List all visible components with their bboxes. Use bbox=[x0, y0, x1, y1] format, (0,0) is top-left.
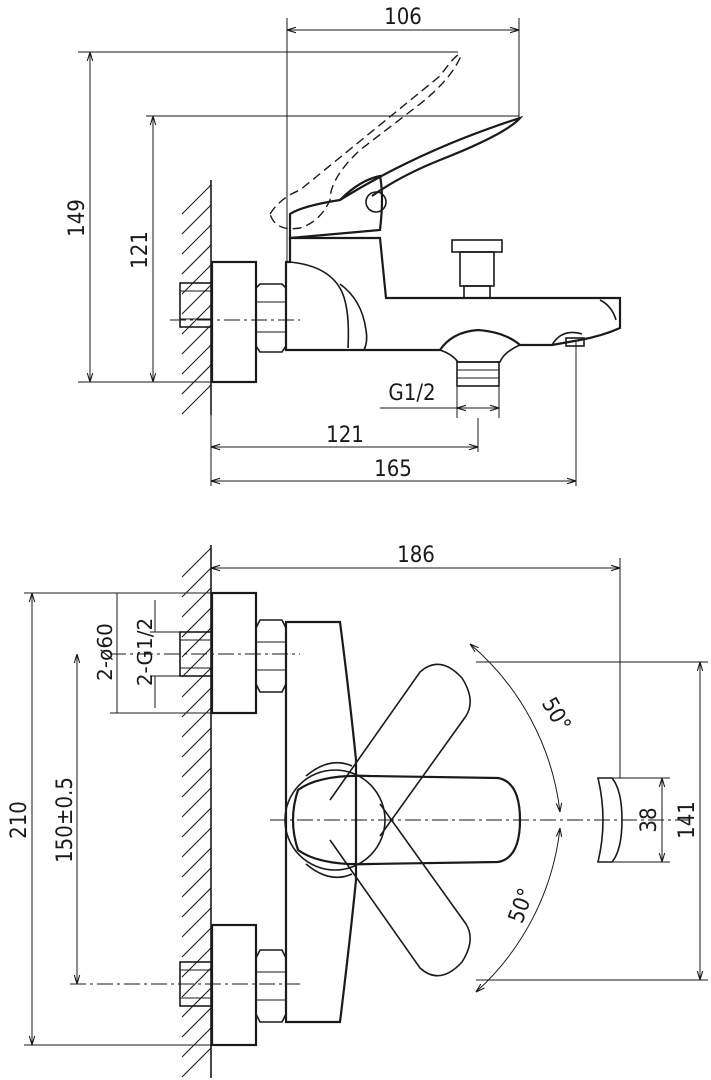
front-body bbox=[284, 620, 386, 1024]
side-lever bbox=[269, 53, 524, 240]
dim-g12-side: G1/2 bbox=[388, 381, 435, 406]
dim-121-vertical: 121 bbox=[128, 231, 153, 269]
dim-diameter: 2-ø60 bbox=[93, 623, 117, 681]
front-lever bbox=[270, 774, 690, 866]
side-inlet bbox=[170, 260, 300, 384]
dim-thread-front: 2-G1/2 bbox=[133, 618, 157, 686]
dim-165: 165 bbox=[374, 457, 412, 482]
front-inlet-lower bbox=[70, 923, 300, 1047]
side-wall-hatch bbox=[181, 180, 212, 415]
front-view: 50° 50° 186 210 2-ø60 2-G1/2 bbox=[7, 543, 708, 1078]
dim-angle-bottom: 50° bbox=[504, 885, 539, 927]
dim-38: 38 bbox=[637, 807, 662, 832]
dim-angle-top: 50° bbox=[536, 693, 575, 736]
side-view: 106 149 121 G1/2 121 165 bbox=[65, 5, 622, 486]
dim-149: 149 bbox=[65, 199, 90, 237]
dim-106: 106 bbox=[384, 5, 422, 30]
side-body bbox=[284, 236, 622, 387]
front-dimensions: 186 210 2-ø60 2-G1/2 150±0.5 38 bbox=[7, 543, 708, 1046]
front-angle-arcs: 50° 50° bbox=[470, 644, 575, 992]
dim-121-horizontal: 121 bbox=[326, 423, 364, 448]
dim-186: 186 bbox=[397, 543, 435, 568]
dim-spacing: 150±0.5 bbox=[53, 777, 78, 863]
dim-210: 210 bbox=[7, 801, 32, 839]
side-dimensions: 106 149 121 G1/2 121 165 bbox=[65, 5, 577, 486]
dim-141: 141 bbox=[675, 801, 700, 839]
